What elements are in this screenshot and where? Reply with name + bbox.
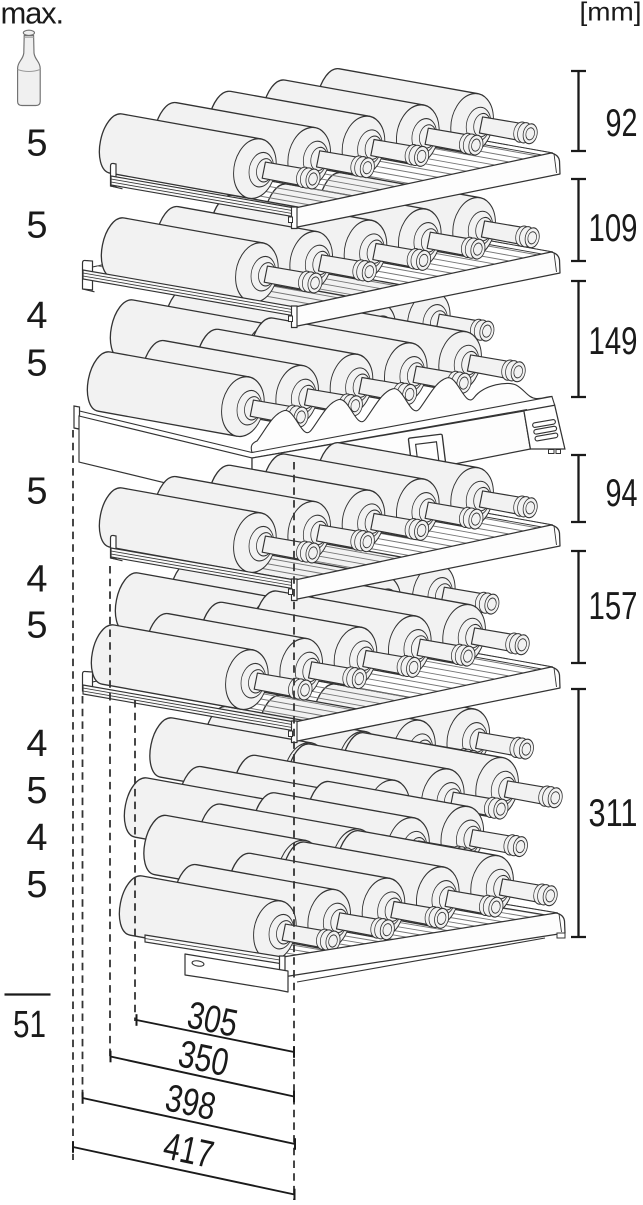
svg-text:92: 92 <box>606 102 638 145</box>
svg-text:51: 51 <box>13 1004 46 1046</box>
svg-text:4: 4 <box>26 817 47 859</box>
svg-text:4: 4 <box>26 559 47 601</box>
svg-text:max.: max. <box>1 0 63 31</box>
svg-text:311: 311 <box>589 792 638 835</box>
svg-text:149: 149 <box>589 320 638 363</box>
svg-text:5: 5 <box>26 770 47 812</box>
svg-text:4: 4 <box>26 295 47 337</box>
svg-text:5: 5 <box>26 471 47 513</box>
svg-text:305: 305 <box>184 994 242 1046</box>
svg-text:398: 398 <box>162 1077 220 1129</box>
svg-text:109: 109 <box>589 207 638 250</box>
svg-text:4: 4 <box>26 723 47 765</box>
svg-text:[mm]: [mm] <box>580 0 642 27</box>
svg-text:5: 5 <box>26 864 47 906</box>
svg-text:5: 5 <box>26 123 47 165</box>
svg-text:5: 5 <box>26 205 47 247</box>
svg-text:350: 350 <box>175 1033 233 1085</box>
svg-text:5: 5 <box>26 605 47 647</box>
svg-text:5: 5 <box>26 343 47 385</box>
svg-text:94: 94 <box>606 472 638 515</box>
svg-text:157: 157 <box>589 585 638 628</box>
svg-text:417: 417 <box>160 1125 218 1177</box>
